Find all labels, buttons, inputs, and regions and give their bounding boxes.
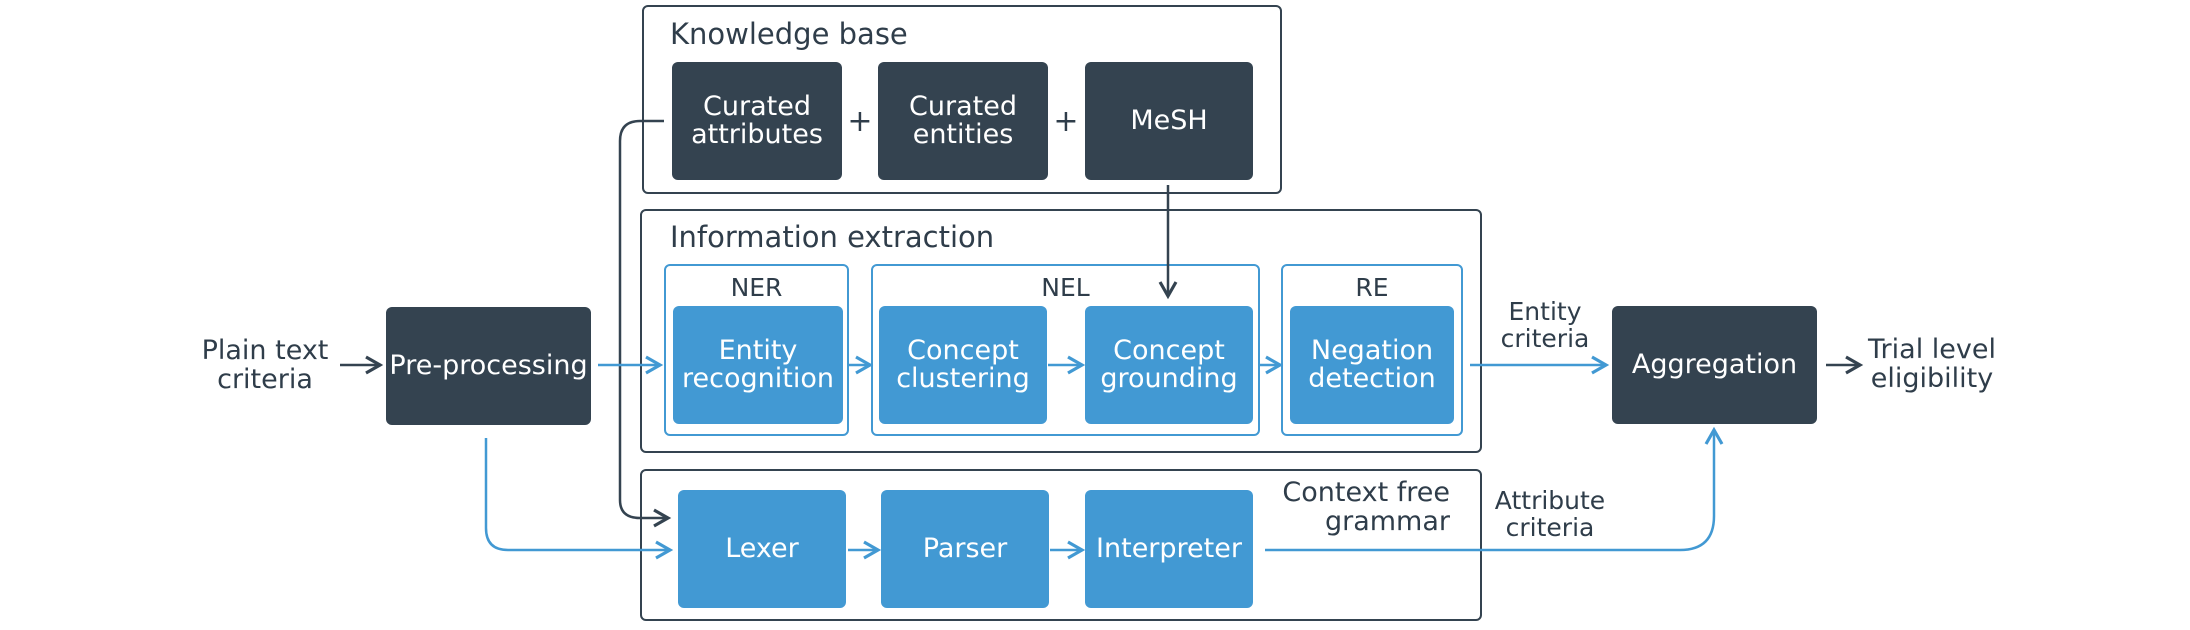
grammar-title: Context free grammar <box>1282 477 1450 537</box>
re-label: RE <box>1355 273 1389 302</box>
grammar-frame <box>640 469 1482 621</box>
input-label: Plain text criteria <box>201 335 329 395</box>
preprocessing-box: Pre-processing <box>386 307 591 425</box>
aggregation-box: Aggregation <box>1612 306 1817 424</box>
ner-frame <box>664 264 849 436</box>
output-label: Trial level eligibility <box>1868 334 1996 394</box>
re-frame <box>1281 264 1463 436</box>
parser-box: Parser <box>881 490 1049 608</box>
knowledge-base-title: Knowledge base <box>670 17 908 51</box>
mesh-box: MeSH <box>1085 62 1253 180</box>
ner-label: NER <box>730 273 783 302</box>
negation-detection-box: Negation detection <box>1290 306 1454 424</box>
preprocessing-to-lexer-arrow <box>484 438 674 560</box>
entity-recognition-box: Entity recognition <box>673 306 843 424</box>
nel-frame <box>871 264 1260 436</box>
curated-entities-box: Curated entities <box>878 62 1048 180</box>
concept-grounding-box: Concept grounding <box>1085 306 1253 424</box>
curated-attributes-box: Curated attributes <box>672 62 842 180</box>
nel-label: NEL <box>1041 273 1090 302</box>
information-extraction-frame <box>640 209 1482 453</box>
knowledge-base-frame <box>642 5 1282 194</box>
information-extraction-title: Information extraction <box>670 220 995 254</box>
concept-clustering-box: Concept clustering <box>879 306 1047 424</box>
attribute-criteria-label: Attribute criteria <box>1494 486 1606 542</box>
entity-criteria-label: Entity criteria <box>1500 297 1590 353</box>
attributes-to-lexer-arrow <box>618 119 672 528</box>
lexer-box: Lexer <box>678 490 846 608</box>
interpreter-to-aggregation-arrow <box>1265 426 1724 552</box>
plus-sign: + <box>847 104 873 139</box>
interpreter-box: Interpreter <box>1085 490 1253 608</box>
plus-sign: + <box>1053 104 1079 139</box>
